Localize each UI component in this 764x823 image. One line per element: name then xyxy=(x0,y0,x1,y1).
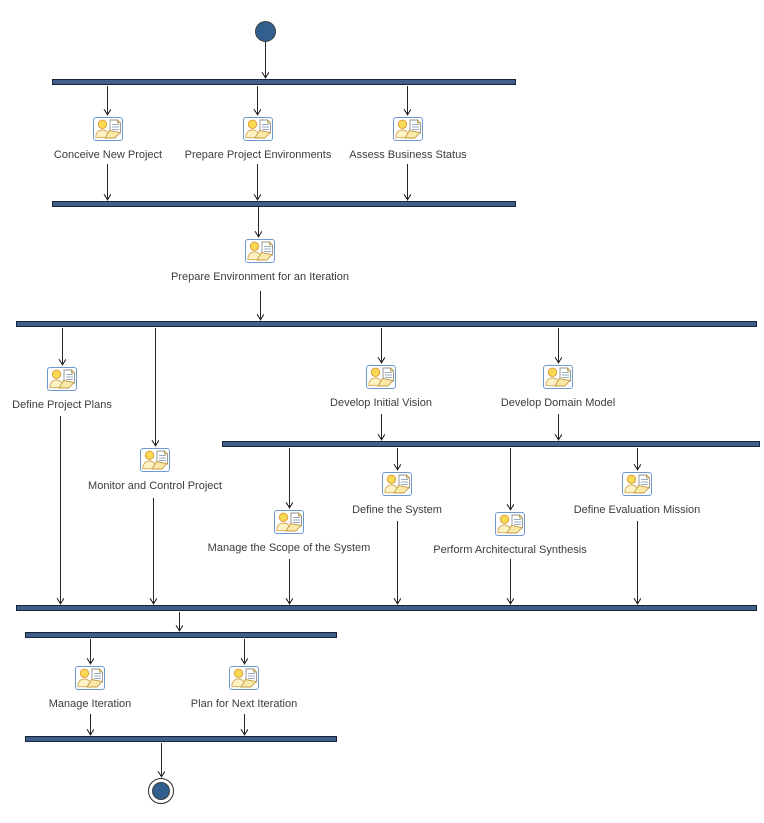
activity-label: Manage the Scope of the System xyxy=(207,542,371,554)
activity-label: Prepare Project Environments xyxy=(184,149,332,161)
activity-label: Develop Domain Model xyxy=(500,397,616,409)
activity-node-perform-architectural-synthesis[interactable]: Perform Architectural Synthesis xyxy=(410,512,610,556)
activity-icon xyxy=(243,117,273,141)
end-node-inner xyxy=(152,782,170,800)
activity-label: Define the System xyxy=(352,504,442,516)
activity-node-develop-domain-model[interactable]: Develop Domain Model xyxy=(458,365,658,409)
activity-node-manage-iteration[interactable]: Manage Iteration xyxy=(0,666,190,710)
activity-node-prepare-project-environments[interactable]: Prepare Project Environments xyxy=(158,117,358,161)
activity-label: Develop Initial Vision xyxy=(330,397,432,409)
activity-label: Prepare Environment for an Iteration xyxy=(171,271,349,283)
activity-node-manage-the-scope-of-the-system[interactable]: Manage the Scope of the System xyxy=(189,510,389,554)
activity-label: Conceive New Project xyxy=(53,149,163,161)
activity-icon xyxy=(229,666,259,690)
fork-bar-3 xyxy=(222,441,760,447)
fork-bar-1 xyxy=(52,79,516,85)
activity-label: Assess Business Status xyxy=(349,149,467,161)
activity-label: Define Evaluation Mission xyxy=(573,504,701,516)
activity-node-plan-for-next-iteration[interactable]: Plan for Next Iteration xyxy=(144,666,344,710)
activity-node-prepare-environment-for-an-iteration[interactable]: Prepare Environment for an Iteration xyxy=(160,239,360,283)
activity-node-monitor-and-control-project[interactable]: Monitor and Control Project xyxy=(55,448,255,492)
activity-label: Monitor and Control Project xyxy=(88,480,222,492)
activity-icon xyxy=(75,666,105,690)
start-node xyxy=(255,21,276,42)
activity-label: Plan for Next Iteration xyxy=(190,698,298,710)
activity-node-define-evaluation-mission[interactable]: Define Evaluation Mission xyxy=(537,472,737,516)
activity-label: Manage Iteration xyxy=(48,698,132,710)
activity-icon xyxy=(366,365,396,389)
activity-node-conceive-new-project[interactable]: Conceive New Project xyxy=(8,117,208,161)
activity-node-assess-business-status[interactable]: Assess Business Status xyxy=(308,117,508,161)
end-node xyxy=(148,778,174,804)
activity-icon xyxy=(93,117,123,141)
activity-label: Perform Architectural Synthesis xyxy=(433,544,587,556)
join-bar-1 xyxy=(52,201,516,207)
activity-icon xyxy=(495,512,525,536)
activity-icon xyxy=(393,117,423,141)
activity-icon xyxy=(47,367,77,391)
fork-bar-4 xyxy=(25,632,337,638)
activity-icon xyxy=(245,239,275,263)
join-bar-3 xyxy=(25,736,337,742)
activity-icon xyxy=(622,472,652,496)
activity-icon xyxy=(543,365,573,389)
activity-node-develop-initial-vision[interactable]: Develop Initial Vision xyxy=(281,365,481,409)
activity-icon xyxy=(140,448,170,472)
activity-node-define-project-plans[interactable]: Define Project Plans xyxy=(0,367,162,411)
join-bar-2 xyxy=(16,605,757,611)
activity-icon xyxy=(382,472,412,496)
activity-label: Define Project Plans xyxy=(12,399,112,411)
fork-bar-2 xyxy=(16,321,757,327)
activity-node-define-the-system[interactable]: Define the System xyxy=(297,472,497,516)
